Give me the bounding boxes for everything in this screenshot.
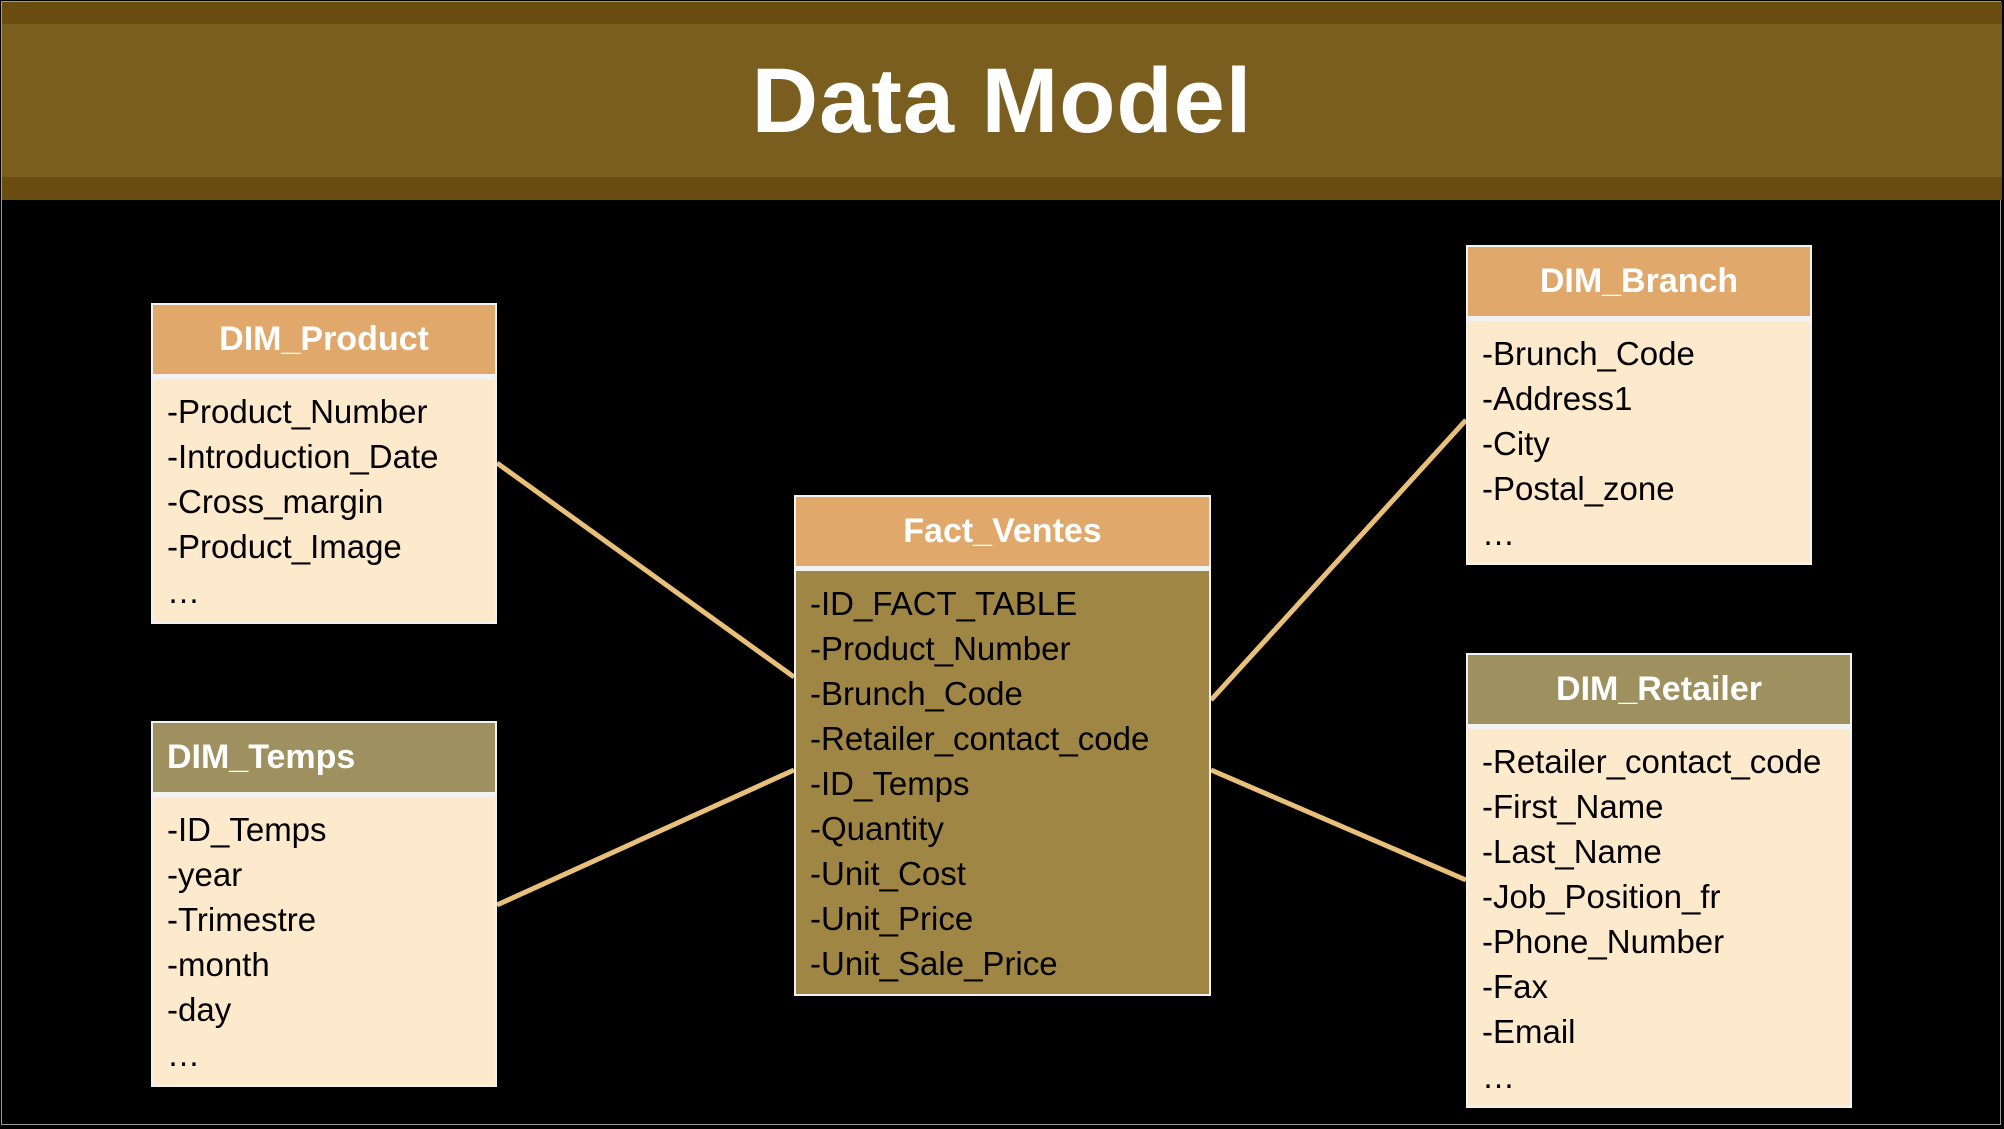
link-temps-fact [495,767,796,908]
field: -Last_Name [1482,833,1662,870]
field: -month [167,946,270,983]
table-header: DIM_Branch [1468,247,1810,321]
field: … [1482,515,1515,552]
field: … [167,1036,200,1073]
field: -Brunch_Code [810,675,1023,712]
field: -Email [1482,1013,1576,1050]
table-header: DIM_Product [153,305,495,379]
field: -Product_Number [810,630,1071,667]
table-dim-product: DIM_Product -Product_Number -Introductio… [151,303,497,624]
field: -Unit_Cost [810,855,966,892]
table-header: Fact_Ventes [796,497,1209,571]
field: -Retailer_contact_code [810,720,1150,757]
field: -Cross_margin [167,483,384,520]
table-fields: -Product_Number -Introduction_Date -Cros… [153,379,495,614]
field: -Address1 [1482,380,1633,417]
field: -Product_Number [167,393,428,430]
table-header: DIM_Retailer [1468,655,1850,729]
field: -Retailer_contact_code [1482,743,1822,780]
link-fact-branch [1209,418,1468,702]
field: -Job_Position_fr [1482,878,1721,915]
table-fields: -ID_Temps -year -Trimestre -month -day … [153,797,495,1077]
field: -City [1482,425,1550,462]
field: … [1482,1058,1515,1095]
table-dim-temps: DIM_Temps -ID_Temps -year -Trimestre -mo… [151,721,497,1087]
table-fields: -Retailer_contact_code -First_Name -Last… [1468,729,1850,1099]
table-fields: -Brunch_Code -Address1 -City -Postal_zon… [1468,321,1810,556]
field: -Brunch_Code [1482,335,1695,372]
field: -Unit_Price [810,900,974,937]
table-fact-ventes: Fact_Ventes -ID_FACT_TABLE -Product_Numb… [794,495,1211,996]
table-dim-branch: DIM_Branch -Brunch_Code -Address1 -City … [1466,245,1812,565]
field: -Introduction_Date [167,438,439,475]
table-fields: -ID_FACT_TABLE -Product_Number -Brunch_C… [796,571,1209,986]
field: -First_Name [1482,788,1664,825]
title-banner: Data Model [2,2,2002,200]
field: … [167,573,200,610]
field: -Product_Image [167,528,402,565]
link-fact-retailer [1210,767,1467,883]
field: -Trimestre [167,901,317,938]
field: -ID_FACT_TABLE [810,585,1078,622]
field: -Fax [1482,968,1548,1005]
field: -ID_Temps [167,811,327,848]
table-header: DIM_Temps [153,723,495,797]
table-dim-retailer: DIM_Retailer -Retailer_contact_code -Fir… [1466,653,1852,1108]
field: -Unit_Sale_Price [810,945,1058,982]
field: -day [167,991,232,1028]
link-product-fact [495,460,796,680]
field: -Postal_zone [1482,470,1675,507]
title-banner-band [2,24,2002,177]
page-title: Data Model [751,49,1253,152]
field: -ID_Temps [810,765,970,802]
field: -year [167,856,243,893]
field: -Quantity [810,810,944,847]
field: -Phone_Number [1482,923,1725,960]
